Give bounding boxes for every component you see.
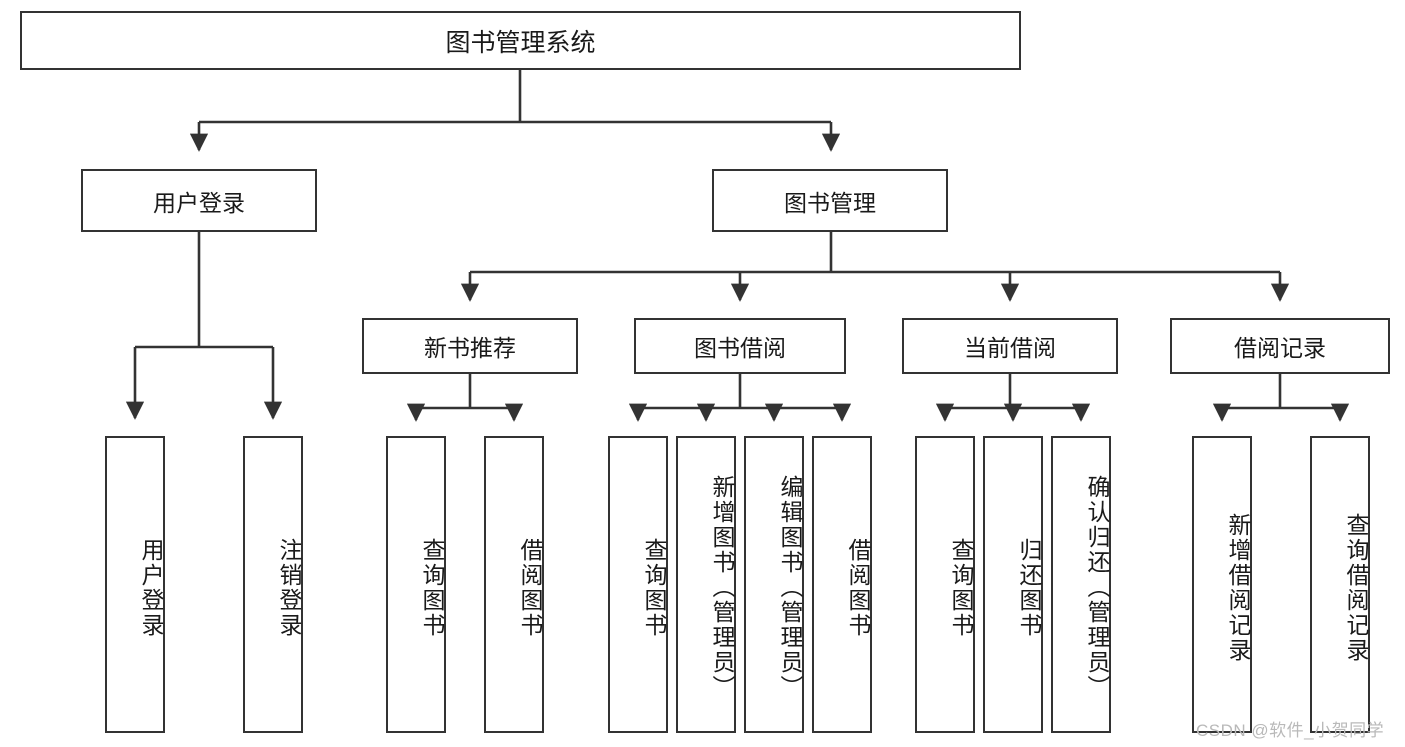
leaf-add-book-admin[interactable]: 新增图书（管理员） — [676, 436, 736, 733]
node-borrow-records[interactable]: 借阅记录 — [1170, 318, 1390, 374]
leaf-user-login[interactable]: 用户登录 — [105, 436, 165, 733]
node-current-borrow[interactable]: 当前借阅 — [902, 318, 1118, 374]
leaf-query-books-borrow[interactable]: 查询图书 — [608, 436, 668, 733]
leaf-label: 编辑图书（管理员） — [777, 475, 803, 700]
leaf-confirm-return-admin[interactable]: 确认归还（管理员） — [1051, 436, 1111, 733]
leaf-user-logout[interactable]: 注销登录 — [243, 436, 303, 733]
leaf-label: 借阅图书 — [517, 537, 543, 638]
node-book-borrow[interactable]: 图书借阅 — [634, 318, 846, 374]
leaf-query-books-recommend[interactable]: 查询图书 — [386, 436, 446, 733]
leaf-label: 新增借阅记录 — [1225, 512, 1251, 663]
leaf-label: 新增图书（管理员） — [709, 475, 735, 700]
node-new-book-recommend[interactable]: 新书推荐 — [362, 318, 578, 374]
leaf-edit-book-admin[interactable]: 编辑图书（管理员） — [744, 436, 804, 733]
leaf-label: 查询图书 — [419, 537, 445, 638]
leaf-label: 用户登录 — [138, 537, 164, 638]
leaf-add-borrow-record[interactable]: 新增借阅记录 — [1192, 436, 1252, 733]
node-book-borrow-label: 图书借阅 — [694, 335, 786, 361]
node-book-management[interactable]: 图书管理 — [712, 169, 948, 232]
leaf-label: 归还图书 — [1016, 537, 1042, 638]
leaf-query-borrow-record[interactable]: 查询借阅记录 — [1310, 436, 1370, 733]
leaf-label: 注销登录 — [276, 537, 302, 638]
node-user-login-label: 用户登录 — [153, 189, 245, 216]
node-new-book-recommend-label: 新书推荐 — [424, 335, 516, 361]
leaf-label: 查询图书 — [948, 537, 974, 638]
node-root[interactable]: 图书管理系统 — [20, 11, 1021, 70]
node-current-borrow-label: 当前借阅 — [964, 335, 1056, 361]
leaf-borrow-books-recommend[interactable]: 借阅图书 — [484, 436, 544, 733]
node-user-login[interactable]: 用户登录 — [81, 169, 317, 232]
leaf-label: 确认归还（管理员） — [1084, 475, 1110, 700]
leaf-return-books[interactable]: 归还图书 — [983, 436, 1043, 733]
csdn-watermark: CSDN @软件_小贺同学 — [1196, 721, 1385, 740]
node-book-management-label: 图书管理 — [784, 189, 876, 216]
leaf-query-books-current[interactable]: 查询图书 — [915, 436, 975, 733]
leaf-label: 借阅图书 — [845, 537, 871, 638]
leaf-lend-books[interactable]: 借阅图书 — [812, 436, 872, 733]
leaf-label: 查询图书 — [641, 537, 667, 638]
node-borrow-records-label: 借阅记录 — [1234, 335, 1326, 361]
leaf-label: 查询借阅记录 — [1343, 512, 1369, 663]
node-root-label: 图书管理系统 — [445, 28, 596, 57]
